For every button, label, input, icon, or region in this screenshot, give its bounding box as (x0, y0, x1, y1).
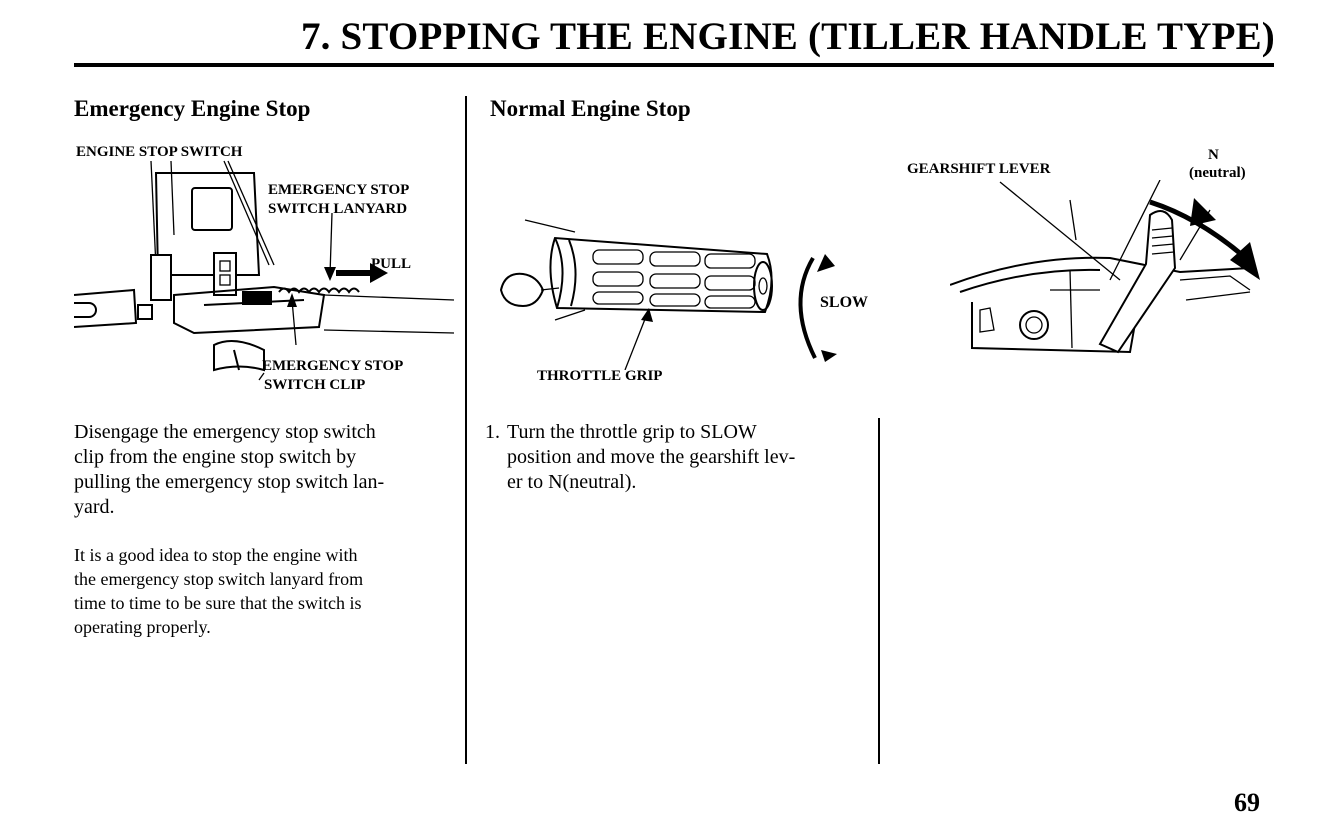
label-engine-stop-switch: ENGINE STOP SWITCH (76, 144, 243, 160)
emergency-stop-heading: Emergency Engine Stop (74, 96, 311, 121)
label-n: N (1208, 147, 1219, 163)
throttle-grip-illustration (499, 219, 837, 370)
gearshift-illustration (950, 180, 1260, 354)
page-number: 69 (1234, 788, 1260, 817)
label-lanyard-line1: EMERGENCY STOP (268, 182, 410, 198)
text-line: er to N(neutral). (507, 471, 637, 493)
text-line: clip from the engine stop switch by (74, 446, 357, 468)
label-clip-line1: EMERGENCY STOP (262, 358, 404, 374)
text-line: the emergency stop switch lanyard from (74, 569, 364, 589)
label-gearshift-lever: GEARSHIFT LEVER (907, 161, 1051, 177)
page-title: 7. STOPPING THE ENGINE (TILLER HANDLE TY… (300, 15, 1275, 58)
column-divider-left (465, 96, 467, 764)
text-line: It is a good idea to stop the engine wit… (74, 545, 358, 565)
label-slow: SLOW (820, 294, 869, 311)
column-divider-right (878, 418, 880, 764)
title-rule (74, 63, 1274, 67)
label-pull: PULL (371, 256, 412, 272)
label-clip-line2: SWITCH CLIP (264, 377, 366, 393)
text-line: yard. (74, 496, 115, 518)
step-1: 1. Turn the throttle grip to SLOW positi… (485, 420, 870, 495)
label-throttle-grip: THROTTLE GRIP (537, 368, 663, 384)
text-line: Turn the throttle grip to SLOW (507, 421, 757, 443)
emergency-paragraph-2: It is a good idea to stop the engine wit… (74, 543, 459, 639)
text-line: position and move the gearshift lev- (507, 446, 796, 468)
emergency-stop-illustration (74, 160, 455, 381)
text-line: Disengage the emergency stop switch (74, 421, 376, 443)
text-line: operating properly. (74, 617, 211, 637)
label-neutral: (neutral) (1189, 165, 1246, 181)
emergency-paragraph-1: Disengage the emergency stop switch clip… (74, 420, 459, 520)
text-line: time to time to be sure that the switch … (74, 593, 362, 613)
label-lanyard-line2: SWITCH LANYARD (268, 201, 408, 217)
text-line: pulling the emergency stop switch lan- (74, 471, 385, 493)
normal-stop-heading: Normal Engine Stop (490, 96, 691, 121)
step-number: 1. (485, 421, 500, 443)
